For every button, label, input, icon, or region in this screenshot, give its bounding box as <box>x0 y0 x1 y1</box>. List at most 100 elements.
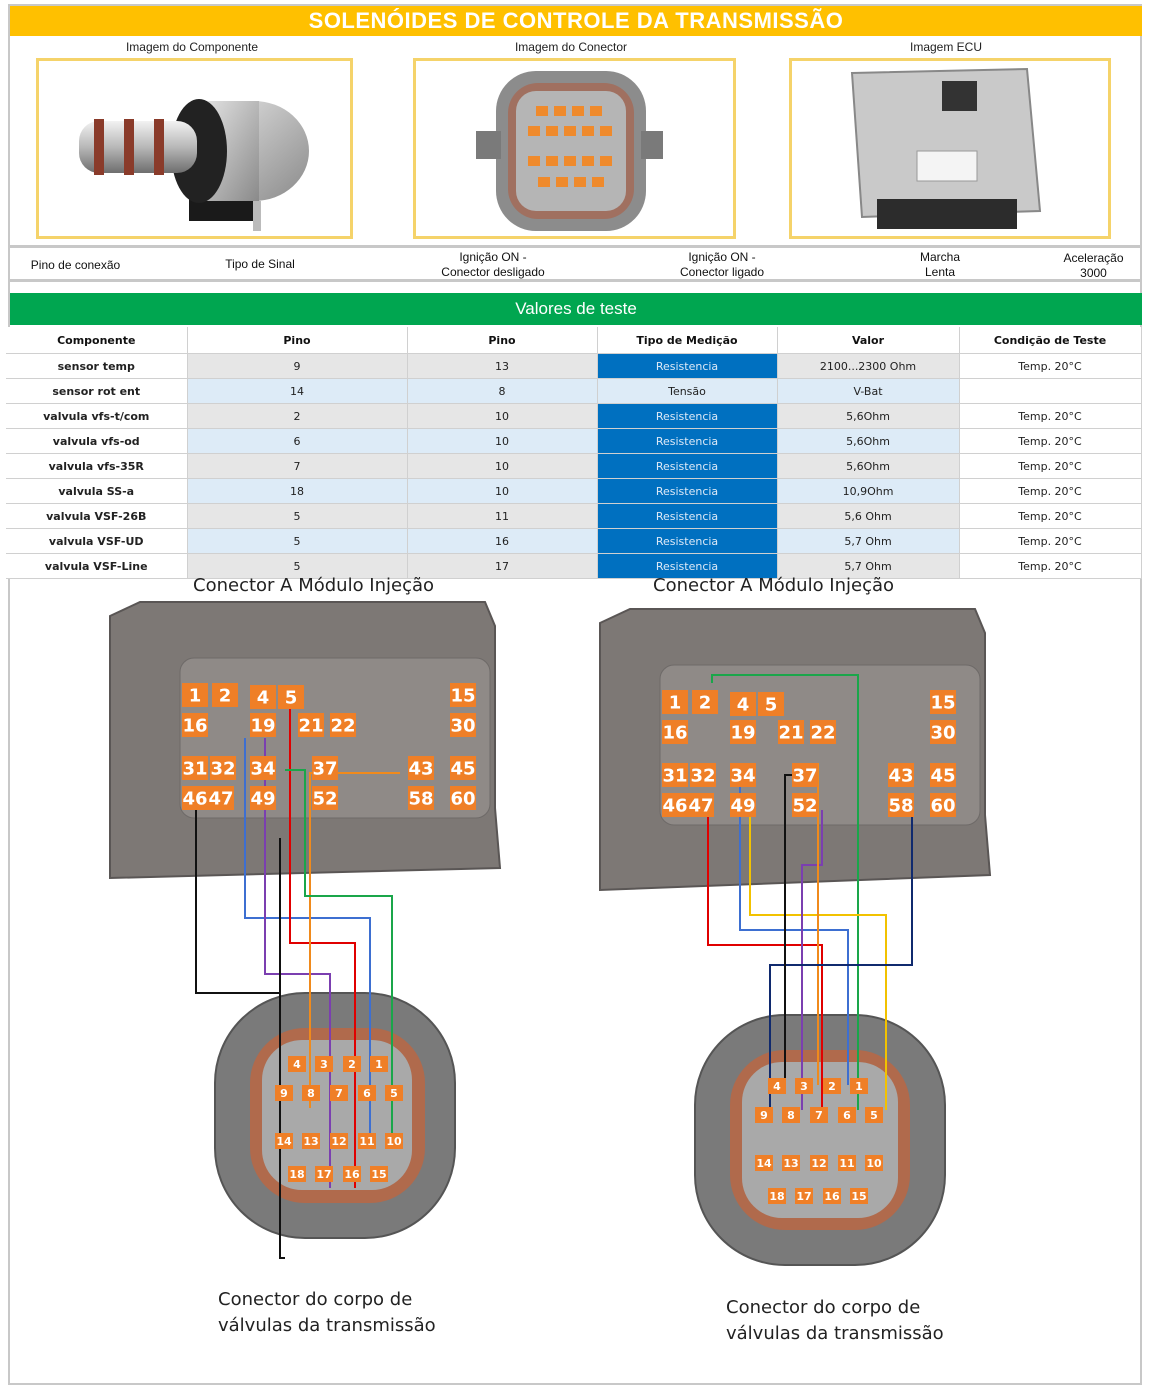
table-cell: 13 <box>407 353 598 379</box>
header-marcha-line2: Lenta <box>924 265 956 279</box>
pin-number: 1 <box>375 1058 383 1071</box>
pin-number: 60 <box>450 788 475 809</box>
solenoid-illustration <box>79 99 309 231</box>
pin-tile <box>730 720 756 744</box>
table-row: valvula vfs-35R 7 10 Resistencia 5,6Ohm … <box>6 453 1142 479</box>
table-row: sensor temp 9 13 Resistencia 2100...2300… <box>6 353 1142 379</box>
table-cell: Temp. 20°C <box>959 553 1142 579</box>
pin-tile <box>278 685 304 709</box>
pin-tile <box>768 1188 786 1204</box>
pin-tile <box>730 793 756 817</box>
pin-tile <box>688 793 714 817</box>
pin-tile <box>302 1133 320 1149</box>
pin-number: 6 <box>843 1109 851 1122</box>
table-cell: valvula vfs-od <box>6 428 188 454</box>
pin-tile <box>662 690 688 714</box>
table-cell: valvula VSF-26B <box>6 503 188 529</box>
pin-tile <box>385 1085 403 1101</box>
table-cell: 2100...2300 Ohm <box>777 353 960 379</box>
pin-number: 22 <box>330 715 355 736</box>
pin-tile <box>823 1078 841 1094</box>
pin-tile <box>730 692 756 716</box>
pin-number: 43 <box>408 758 433 779</box>
pin-number: 2 <box>219 685 232 706</box>
connector-image <box>413 58 736 239</box>
pin-number: 4 <box>293 1058 301 1071</box>
column-header: Componente <box>6 327 188 354</box>
column-header: Tipo de Medição <box>597 327 778 354</box>
pin-number: 60 <box>930 795 955 816</box>
table-cell: Temp. 20°C <box>959 453 1142 479</box>
pin-tile <box>275 1085 293 1101</box>
pin-tile <box>315 1056 333 1072</box>
wire <box>244 738 371 1146</box>
table-row: valvula vfs-od 6 10 Resistencia 5,6Ohm T… <box>6 428 1142 454</box>
pin-tile <box>288 1056 306 1072</box>
column-header: Pino <box>187 327 408 354</box>
table-cell: 2 <box>187 403 408 429</box>
right-diagram-title: Conector A Módulo Injeção <box>653 575 895 596</box>
pin-number: 15 <box>930 692 955 713</box>
table-cell: 10,9Ohm <box>777 478 960 504</box>
pin-tile <box>343 1056 361 1072</box>
pin-tile <box>182 756 208 780</box>
connector-image-label: Imagem do Conector <box>514 40 628 54</box>
pin-tile <box>408 786 434 810</box>
connector-pin-tiles <box>528 106 612 187</box>
pin-number: 52 <box>312 788 337 809</box>
right-caption-line1: Conector do corpo de <box>726 1297 921 1318</box>
test-values-title: Valores de teste <box>10 293 1142 325</box>
table-cell: valvula VSF-Line <box>6 553 188 579</box>
pin-tile <box>450 786 476 810</box>
pin-number: 5 <box>390 1087 398 1100</box>
pin-tile <box>370 1056 388 1072</box>
pin-tile <box>250 786 276 810</box>
pin-tile <box>212 683 238 707</box>
table-cell: Resistencia <box>597 503 778 529</box>
pin-number: 11 <box>359 1135 374 1148</box>
pin-tile <box>408 756 434 780</box>
pin-tile <box>358 1085 376 1101</box>
pin-number: 16 <box>662 722 687 743</box>
pin-tile <box>302 1085 320 1101</box>
pin-tile <box>208 786 234 810</box>
pin-number: 14 <box>276 1135 292 1148</box>
header-marcha-line1: Marcha <box>919 250 960 264</box>
pin-number: 2 <box>828 1080 836 1093</box>
pin-number: 17 <box>796 1190 811 1203</box>
column-header: Pino <box>407 327 598 354</box>
pin-tile <box>330 713 356 737</box>
pin-number: 11 <box>839 1157 854 1170</box>
pin-number: 13 <box>783 1157 798 1170</box>
pin-tile <box>768 1078 786 1094</box>
pin-number: 7 <box>335 1087 343 1100</box>
pin-number: 4 <box>773 1080 781 1093</box>
pin-tile <box>782 1155 800 1171</box>
pin-number: 30 <box>450 715 475 736</box>
table-cell: 10 <box>407 428 598 454</box>
pin-number: 47 <box>208 788 233 809</box>
pin-number: 19 <box>250 715 275 736</box>
pin-tile <box>358 1133 376 1149</box>
pin-tile <box>930 720 956 744</box>
pin-tile <box>758 692 784 716</box>
left-diagram-title: Conector A Módulo Injeção <box>193 575 435 596</box>
table-cell: sensor rot ent <box>6 378 188 404</box>
pin-tile <box>755 1107 773 1123</box>
pin-number: 46 <box>662 795 687 816</box>
pin-tile <box>662 720 688 744</box>
pin-tile <box>250 713 276 737</box>
wire <box>264 738 331 1188</box>
pin-tile <box>343 1166 361 1182</box>
pin-number: 1 <box>189 685 202 706</box>
header-ignicao-desligado-line1: Ignição ON - <box>459 250 527 264</box>
pin-tile <box>930 763 956 787</box>
pin-number: 21 <box>298 715 323 736</box>
pin-number: 45 <box>930 765 955 786</box>
table-cell: Resistencia <box>597 353 778 379</box>
pin-number: 49 <box>250 788 275 809</box>
page-frame <box>8 4 1142 1385</box>
test-values-table: Componente Pino Pino Tipo de Medição Val… <box>6 327 1142 579</box>
pin-number: 30 <box>930 722 955 743</box>
